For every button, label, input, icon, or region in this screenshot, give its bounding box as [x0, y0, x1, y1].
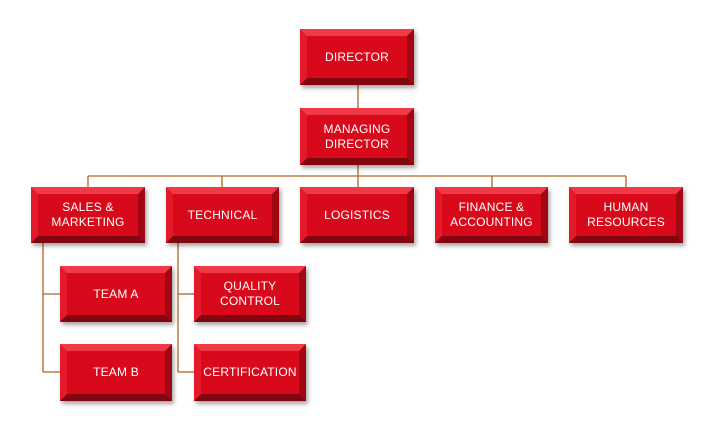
node-sales-marketing: SALES & MARKETING: [31, 187, 145, 243]
node-certification: CERTIFICATION: [194, 344, 306, 401]
node-human-resources: HUMAN RESOURCES: [569, 187, 683, 243]
node-logistics: LOGISTICS: [300, 187, 414, 243]
node-technical: TECHNICAL: [166, 187, 279, 243]
node-director: DIRECTOR: [300, 29, 414, 85]
node-quality-control: QUALITY CONTROL: [194, 266, 306, 322]
node-managing-director: MANAGING DIRECTOR: [300, 108, 414, 165]
node-team-a: TEAM A: [60, 266, 172, 322]
node-team-b: TEAM B: [60, 344, 172, 401]
node-finance-accounting: FINANCE & ACCOUNTING: [435, 187, 548, 243]
